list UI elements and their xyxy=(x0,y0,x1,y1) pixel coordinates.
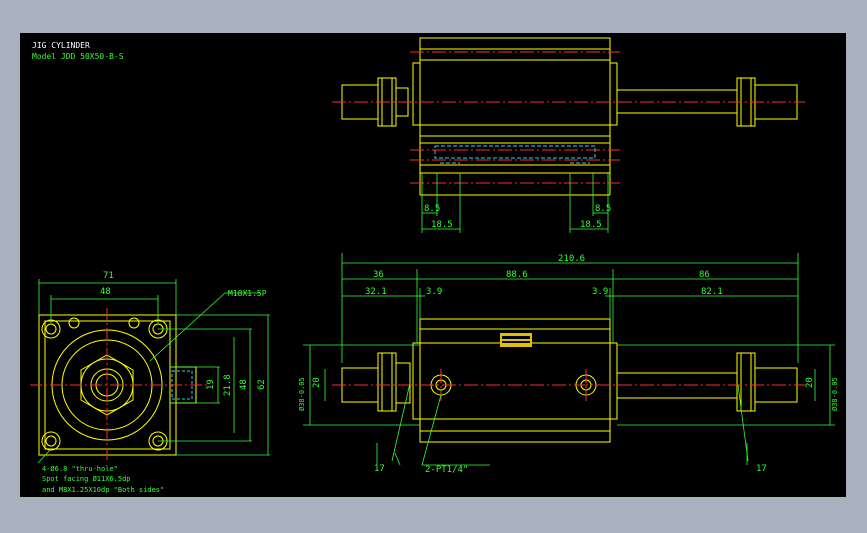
dim-86: 86 xyxy=(699,270,710,280)
dim-3.9-right: 3.9 xyxy=(592,287,608,297)
front-view: 210.6 36 88.6 86 32.1 3.9 3.9 82.1 20 20… xyxy=(298,253,839,475)
top-view: 8.5 18.5 8.5 18.5 xyxy=(332,37,805,233)
hole-note: 4-Ø6.8 "thru-hole" xyxy=(42,465,118,473)
dim-3.9-left: 3.9 xyxy=(426,287,442,297)
dim-32.1: 32.1 xyxy=(365,287,387,297)
drawing-model: Model JDD 50X50-B-S xyxy=(32,52,124,61)
drawing-svg: 8.5 18.5 8.5 18.5 xyxy=(30,37,839,494)
dim-82.1: 82.1 xyxy=(701,287,723,297)
end-view: 71 48 19 21.8 48 62 M18X1.5P 4-Ø6.8 "thr… xyxy=(30,271,270,494)
facing-note: Spot facing Ø11X6.5dp xyxy=(42,475,131,483)
dim-20-left: 20 xyxy=(312,377,322,388)
dim-17-left: 17 xyxy=(374,464,385,474)
nameplate xyxy=(500,333,532,347)
dim-21.8: 21.8 xyxy=(223,374,233,396)
dim-top-8.5-right: 8.5 xyxy=(595,204,611,214)
port-label: 2-PT1/4" xyxy=(425,465,468,475)
dim-19: 19 xyxy=(206,379,216,390)
dim-20-right: 20 xyxy=(805,377,815,388)
drawing-title: JIG CYLINDER xyxy=(32,41,90,50)
dim-17-right: 17 xyxy=(756,464,767,474)
dim-36: 36 xyxy=(373,270,384,280)
dim-71: 71 xyxy=(103,271,114,281)
thread-label: M18X1.5P xyxy=(228,289,267,298)
dim-top-8.5-left: 8.5 xyxy=(424,204,440,214)
dim-dia-right: Ø38-0.05 xyxy=(831,377,839,411)
cad-drawing-canvas[interactable]: JIG CYLINDER Model JDD 50X50-B-S xyxy=(20,33,846,497)
dim-48-side: 48 xyxy=(239,379,249,390)
dim-48-top: 48 xyxy=(100,287,111,297)
dim-210.6: 210.6 xyxy=(558,254,585,264)
dim-88.6: 88.6 xyxy=(506,270,528,280)
thread-note: and M8X1.25X10dp "Both sides" xyxy=(42,486,164,494)
dim-62: 62 xyxy=(257,379,267,390)
dim-top-18.5-left: 18.5 xyxy=(431,220,453,230)
dim-top-18.5-right: 18.5 xyxy=(580,220,602,230)
dim-dia-left: Ø38-0.05 xyxy=(298,377,306,411)
